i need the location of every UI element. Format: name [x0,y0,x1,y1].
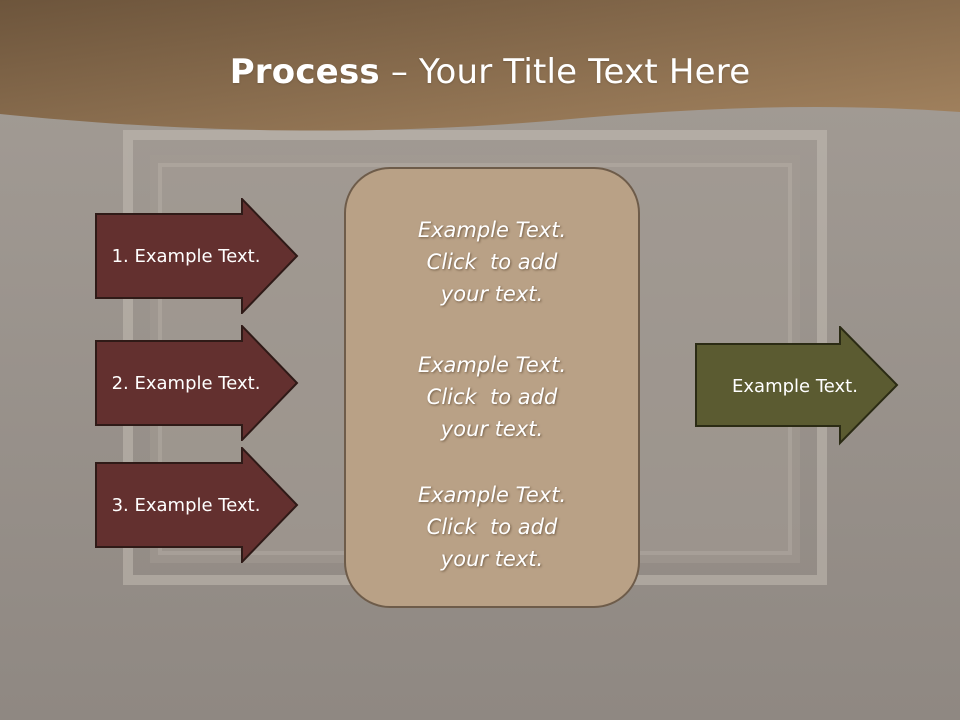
center-line: Click to add [426,250,558,274]
step-label-1: 1. Example Text. [111,245,261,267]
arrow-shape [95,325,299,441]
step-arrow-2[interactable]: 2. Example Text. [95,325,300,441]
header-band [0,0,960,131]
center-line: Example Text. [417,353,567,377]
center-line: your text. [440,417,544,441]
arrow-shape [695,326,899,446]
center-line: Example Text. [417,218,567,242]
center-line: your text. [440,282,544,306]
arrow-shape [95,198,299,314]
center-block-3: Example Text. Click to add your text. [346,479,638,575]
step-arrow-1[interactable]: 1. Example Text. [95,198,300,314]
step-label-3: 3. Example Text. [111,494,261,516]
title-bold: Process [229,52,380,92]
center-block-2: Example Text. Click to add your text. [346,349,638,445]
result-label: Example Text. [732,375,858,397]
center-block-1: Example Text. Click to add your text. [346,214,638,310]
center-line: Click to add [426,515,558,539]
step-arrow-3[interactable]: 3. Example Text. [95,447,300,563]
center-line: Click to add [426,385,558,409]
center-text-box[interactable]: Example Text. Click to add your text. Ex… [344,167,640,608]
center-line: your text. [440,547,544,571]
center-line: Example Text. [417,483,567,507]
title-rest: – Your Title Text Here [379,52,751,92]
slide-title: Process – Your Title Text Here [0,52,960,92]
result-arrow[interactable]: Example Text. [695,326,900,446]
arrow-shape [95,447,299,563]
step-label-2: 2. Example Text. [111,372,261,394]
